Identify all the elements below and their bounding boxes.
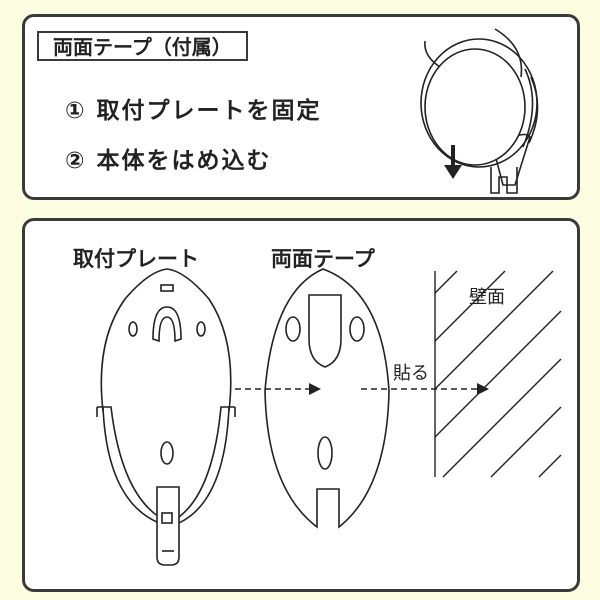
double-sided-tape-diagram [264, 268, 390, 529]
step-2-marker: ② [65, 148, 87, 174]
instruction-panel: 両面テープ（付属） ① 取付プレートを固定 ② 本体をはめ込む [22, 14, 580, 200]
wall-label: 壁面 [469, 287, 505, 308]
tape-label: 両面テープ [271, 247, 375, 271]
plate-label: 取付プレート [73, 247, 199, 271]
clip-tab [156, 486, 180, 566]
hole-bottom [317, 436, 333, 470]
down-arrow-icon [444, 145, 462, 179]
device-face-drawing [424, 48, 526, 166]
panel-title: 両面テープ（付属） [37, 31, 248, 61]
keyhole-cutout [308, 294, 342, 368]
step-2-text: 本体をはめ込む [96, 148, 272, 174]
step-1-marker: ① [65, 98, 87, 124]
stick-arrow-1 [235, 383, 321, 395]
step-2: ② 本体をはめ込む [65, 141, 272, 175]
diagram-panel: 取付プレート 両面テープ 壁面 貼る 貼る [22, 218, 580, 592]
wall-hatch [434, 270, 562, 478]
screw-hole-bottom [160, 441, 174, 465]
keyhole-slot [152, 306, 182, 343]
hole-left [285, 316, 301, 342]
screw-hole-right [196, 321, 206, 337]
screw-hole-left [128, 321, 138, 337]
hole-right [349, 316, 365, 342]
stick-label-2: 貼る [393, 363, 429, 384]
mounting-plate-diagram [96, 268, 236, 566]
step-1: ① 取付プレートを固定 [65, 91, 322, 125]
step-1-text: 取付プレートを固定 [96, 98, 322, 124]
device-illustration [420, 28, 539, 194]
